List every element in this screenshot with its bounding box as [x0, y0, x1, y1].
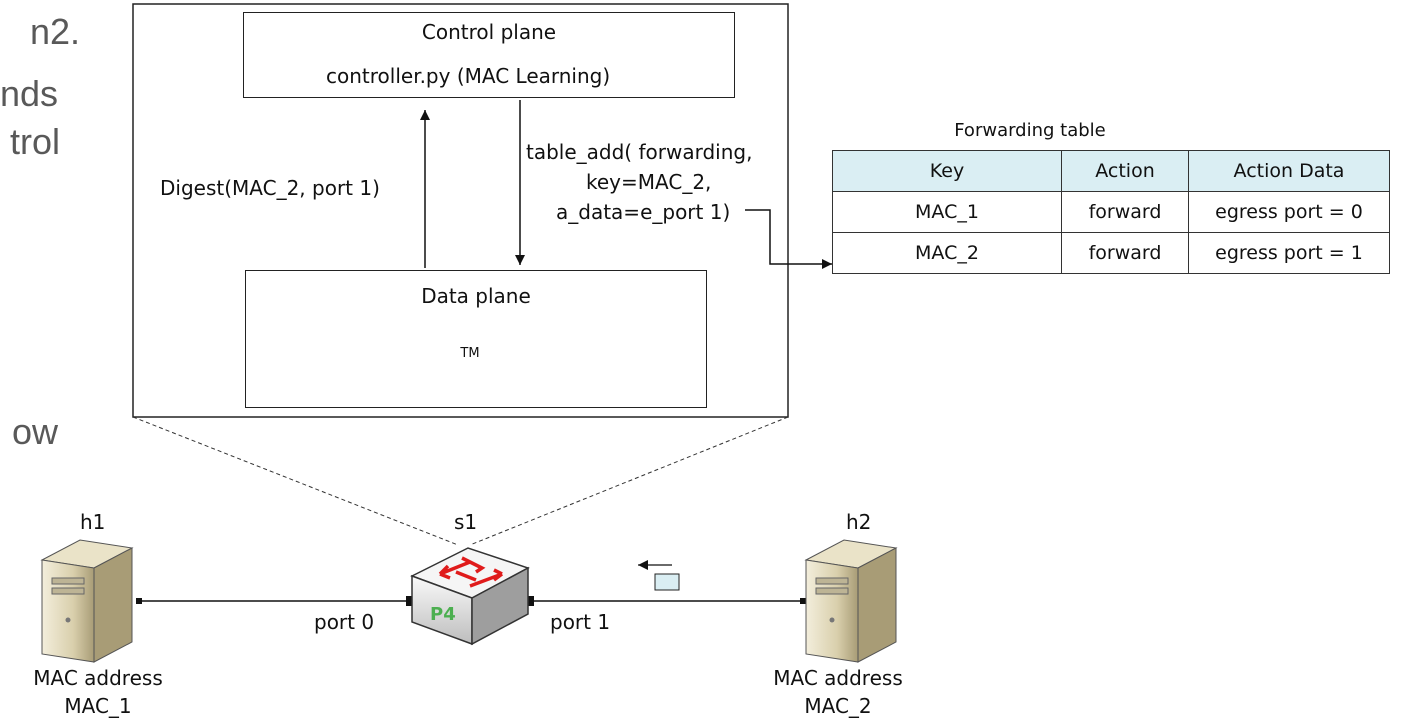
- slide-text-fragment-4: ow: [12, 411, 59, 452]
- table-cell-key: MAC_2: [832, 232, 1062, 274]
- control-plane-title: Control plane: [421, 20, 557, 44]
- s1-port0-dot: [406, 596, 414, 606]
- h1-mac-heading: MAC address: [33, 666, 163, 690]
- forwarding-table-wrapper: Key Action Action Data MAC_1 forward egr…: [832, 150, 1390, 274]
- forwarding-table: Key Action Action Data MAC_1 forward egr…: [832, 150, 1390, 274]
- p4-badge: P4: [430, 604, 456, 625]
- s1-name: s1: [454, 510, 478, 534]
- table-header-key: Key: [832, 150, 1062, 192]
- port-1-label: port 1: [550, 610, 611, 634]
- forwarding-table-caption: Forwarding table: [954, 120, 1106, 141]
- slide-text-fragment-3: trol: [10, 121, 61, 162]
- tm-label: TM: [460, 346, 480, 361]
- h2-port-dot: [800, 598, 806, 604]
- h2-mac-value: MAC_2: [804, 694, 872, 718]
- slide-text-fragment-2: nds: [0, 73, 59, 114]
- table-add-line-2: key=MAC_2,: [586, 170, 712, 194]
- table-header-action-data: Action Data: [1188, 150, 1390, 192]
- table-cell-action-data: egress port = 0: [1188, 191, 1390, 233]
- h1-mac-value: MAC_1: [64, 694, 132, 718]
- table-add-line-1: table_add( forwarding,: [526, 140, 753, 164]
- table-update-connector: [745, 209, 832, 269]
- control-plane-box: [243, 12, 735, 98]
- h2-server-icon: [804, 539, 898, 663]
- table-header-action: Action: [1061, 150, 1189, 192]
- table-row: MAC_1 forward egress port = 0: [832, 191, 1390, 233]
- h1-port-dot: [136, 598, 142, 604]
- controller-script-label: controller.py (MAC Learning): [326, 64, 611, 88]
- h2-name: h2: [846, 510, 872, 534]
- zoom-line-right: [469, 416, 789, 546]
- h1-server-icon: [40, 539, 134, 663]
- h1-name: h1: [80, 510, 106, 534]
- h2-mac-heading: MAC address: [773, 666, 903, 690]
- table-row: MAC_2 forward egress port = 1: [832, 232, 1390, 274]
- slide-text-fragment-1: n2.: [30, 11, 81, 52]
- s1-port1-dot: [526, 596, 534, 606]
- digest-label: Digest(MAC_2, port 1): [160, 176, 380, 200]
- table-cell-action: forward: [1061, 191, 1189, 233]
- data-plane-box: [245, 270, 707, 408]
- data-plane-title: Data plane: [421, 284, 531, 308]
- table-header-row: Key Action Action Data: [832, 150, 1390, 192]
- switch-zoom-frame: [132, 3, 789, 418]
- packet-icon: [654, 573, 680, 591]
- table-cell-action: forward: [1061, 232, 1189, 274]
- table-cell-action-data: egress port = 1: [1188, 232, 1390, 274]
- table-add-line-3: a_data=e_port 1): [556, 200, 731, 224]
- s1-switch-icon: P4: [410, 547, 530, 646]
- port-0-label: port 0: [314, 610, 375, 634]
- zoom-line-left: [132, 416, 459, 546]
- table-cell-key: MAC_1: [832, 191, 1062, 233]
